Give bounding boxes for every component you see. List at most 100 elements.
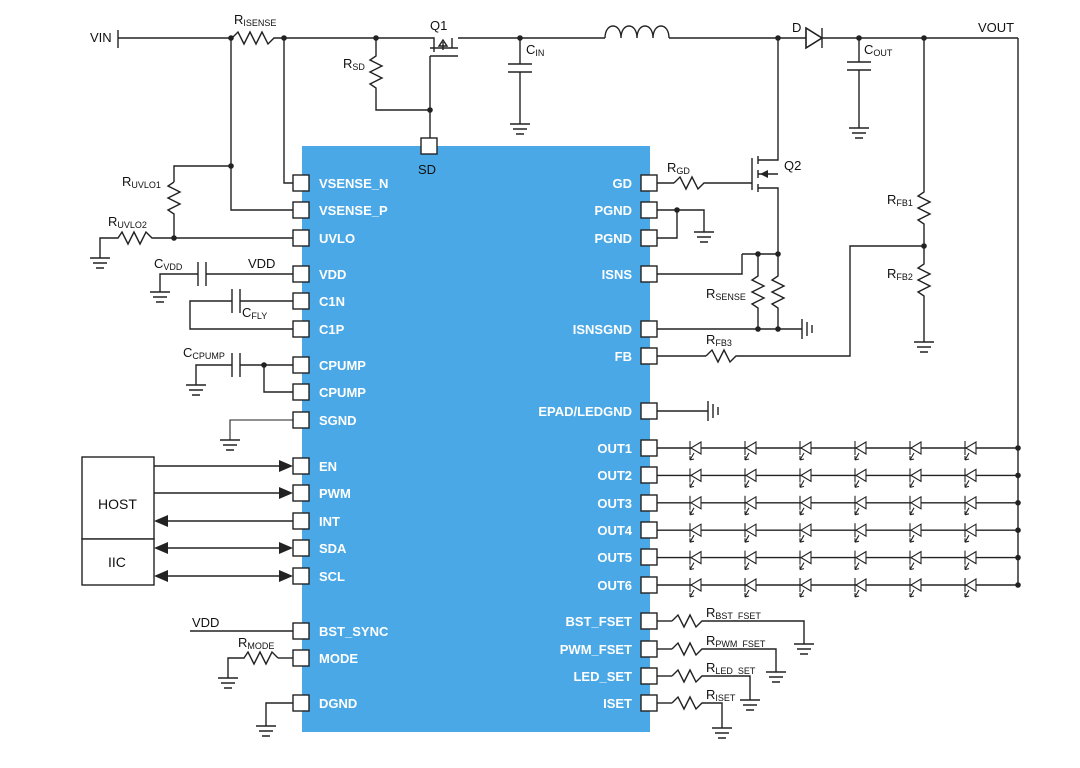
left-pin-label: INT — [319, 514, 340, 529]
r-sense-resistor-a — [750, 254, 766, 329]
vin-label: VIN — [90, 30, 112, 45]
c-out-label: COUT — [864, 42, 893, 58]
led-icon — [799, 441, 812, 461]
led-icon — [854, 441, 867, 461]
r-bst-fset-resistor — [671, 613, 805, 644]
pin-sda — [292, 539, 310, 557]
r-mode-resistor — [227, 650, 279, 678]
pin-out1 — [640, 439, 658, 457]
pin-isns — [640, 265, 658, 283]
pin-scl — [292, 567, 310, 585]
vout-junction — [1015, 527, 1021, 533]
left-pin-label: C1P — [319, 322, 345, 337]
pin-dgnd — [292, 694, 310, 712]
pin-pwm-fset — [640, 640, 658, 658]
r-fb2-label: RFB2 — [887, 266, 913, 282]
r-mode-label: RMODE — [238, 635, 274, 651]
right-pin-label: LED_SET — [573, 669, 632, 684]
led-icon — [909, 441, 922, 461]
right-pin-label: PWM_FSET — [560, 642, 632, 657]
left-pin-label: SCL — [319, 569, 345, 584]
r-iset-resistor — [671, 695, 723, 728]
pin-out3 — [640, 494, 658, 512]
pin-isnsgnd — [640, 320, 658, 338]
diode-d — [805, 26, 824, 50]
ic-body — [302, 146, 650, 732]
right-pin-label: FB — [615, 349, 632, 364]
led-icon — [744, 578, 757, 598]
left-pin-label: VSENSE_N — [319, 176, 388, 191]
inductor — [604, 25, 670, 39]
c-fly-label: CFLY — [242, 305, 267, 321]
led-icon — [799, 523, 812, 543]
left-connections: RUVLO1 RUVLO2 CVDD VDD CFLY CCPUMP HOST … — [81, 38, 293, 737]
left-pin-label: CPUMP — [319, 385, 366, 400]
pin-en — [292, 457, 310, 475]
led-icon — [744, 523, 757, 543]
c-in-capacitor — [508, 38, 532, 124]
q1-transistor — [426, 37, 605, 110]
led-icon — [744, 550, 757, 571]
right-pin-label: OUT4 — [597, 523, 632, 538]
diode-label: D — [792, 20, 801, 35]
led-icon — [909, 523, 922, 543]
left-pin-label: VSENSE_P — [319, 203, 388, 218]
r-uvlo1-label: RUVLO1 — [122, 174, 161, 190]
pin-epad — [640, 402, 658, 420]
right-pin-label: EPAD/LEDGND — [538, 404, 632, 419]
c-fly-capacitor — [231, 289, 241, 313]
host-box — [81, 456, 155, 540]
pin-mode — [292, 649, 310, 667]
r-fb3-resistor — [705, 245, 924, 364]
led-icon — [799, 495, 812, 516]
right-pin-label: OUT3 — [597, 496, 632, 511]
led-icon — [964, 495, 977, 516]
left-pin-label: BST_SYNC — [319, 624, 389, 639]
pin-out5 — [640, 548, 658, 566]
left-pin-label: C1N — [319, 294, 345, 309]
right-pin-label: PGND — [594, 203, 632, 218]
r-fb2-resistor — [916, 246, 932, 342]
c-vdd-label: CVDD — [154, 256, 183, 272]
r-gd-label: RGD — [667, 160, 690, 176]
pin-led-set — [640, 667, 658, 685]
led-icon — [964, 441, 977, 461]
led-icon — [799, 578, 812, 598]
iic-box — [81, 538, 155, 586]
pin-int — [292, 512, 310, 530]
pin-vdd — [292, 265, 310, 283]
iic-label: IIC — [108, 554, 126, 570]
vdd-bst-label: VDD — [192, 615, 219, 630]
led-icon — [689, 523, 702, 543]
right-pin-label: OUT2 — [597, 468, 632, 483]
right-pin-label: PGND — [594, 231, 632, 246]
led-icon — [689, 495, 702, 516]
right-pins: GD PGND PGND ISNS ISNSGND FB EPAD/LEDGND… — [538, 174, 658, 712]
led-icon — [854, 550, 867, 571]
c-cpump-capacitor — [231, 353, 241, 377]
pin-vsense-n — [292, 174, 310, 192]
led-icon — [854, 523, 867, 543]
led-icon — [854, 495, 867, 516]
c-cpump-label: CCPUMP — [183, 345, 225, 361]
led-icon — [854, 468, 867, 488]
right-pin-label: BST_FSET — [566, 614, 633, 629]
pin-cpump-2 — [292, 383, 310, 401]
r-isense-resistor — [231, 30, 376, 46]
right-pin-label: OUT1 — [597, 441, 632, 456]
pin-bst-fset — [640, 612, 658, 630]
r-gd-resistor — [673, 175, 752, 191]
led-icon — [909, 578, 922, 598]
r-iset-label: RISET — [706, 687, 736, 703]
r-pwm-fset-resistor — [671, 641, 777, 672]
top-power-path: VIN RISENSE Q1 RSD CIN — [90, 12, 1019, 585]
c-out-capacitor — [847, 38, 871, 128]
led-icon — [854, 578, 867, 598]
pin-out6 — [640, 576, 658, 594]
host-label: HOST — [98, 496, 137, 512]
pin-sd — [420, 137, 438, 155]
led-icon — [964, 550, 977, 571]
r-fb1-label: RFB1 — [887, 192, 913, 208]
led-icon — [689, 578, 702, 598]
